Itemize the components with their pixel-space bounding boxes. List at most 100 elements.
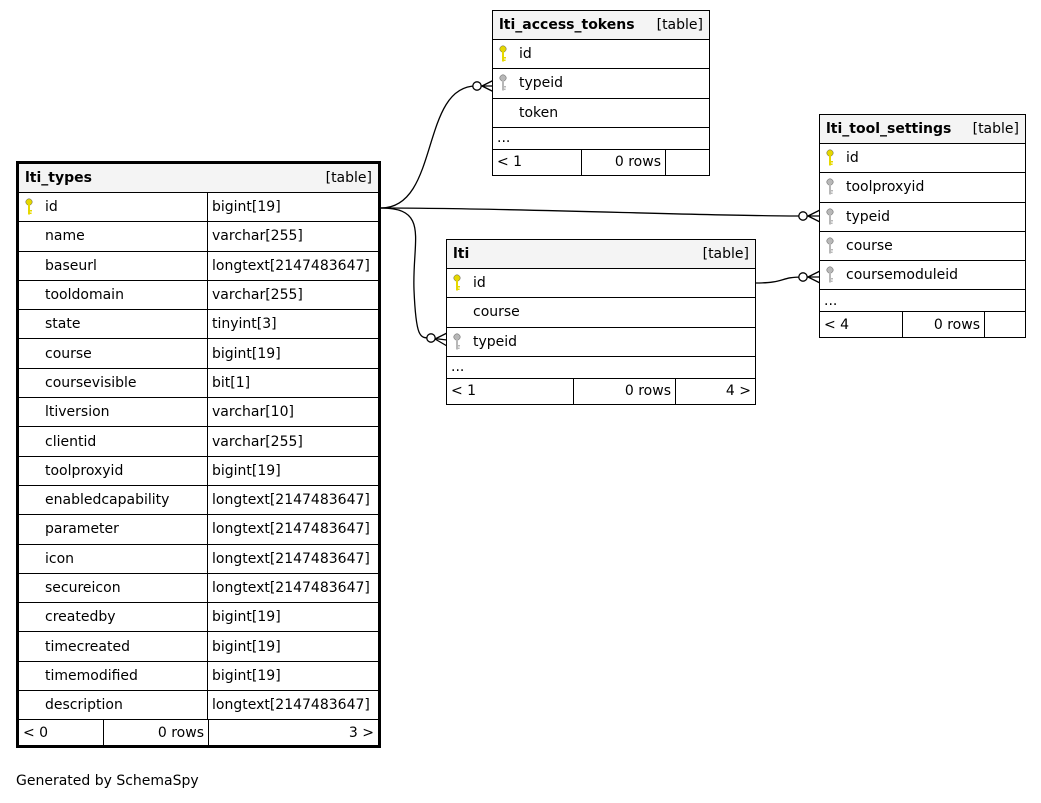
column-name: course: [846, 238, 893, 255]
column-row[interactable]: id: [493, 40, 709, 70]
more-columns-ellipsis: ...: [493, 128, 709, 150]
column-row[interactable]: course: [820, 232, 1025, 262]
column-row[interactable]: typeid: [493, 69, 709, 99]
column-name: course: [473, 304, 520, 321]
column-type: bigint[19]: [207, 456, 378, 485]
column-name: clientid: [45, 433, 97, 450]
foreign-key-icon: [820, 208, 840, 226]
column-type: longtext[2147483647]: [207, 573, 378, 603]
column-name: toolproxyid: [45, 462, 124, 479]
column-row[interactable]: toolproxyid: [820, 173, 1025, 203]
column-name-cell: id: [493, 40, 709, 68]
column-type: longtext[2147483647]: [207, 251, 378, 280]
parents-count[interactable]: < 0: [23, 724, 49, 741]
table-name: lti_tool_settings: [826, 121, 952, 137]
column-list: id toolproxyid typeid course coursemoduleid: [820, 144, 1025, 291]
parents-count[interactable]: < 4: [824, 316, 850, 333]
column-name-cell: coursevisible: [19, 369, 207, 397]
row-count: 0 rows: [103, 720, 208, 746]
column-name-cell: typeid: [820, 203, 1025, 231]
parents-count[interactable]: < 1: [497, 154, 523, 171]
foreign-key-icon: [820, 266, 840, 284]
table-kind: [table]: [656, 17, 703, 33]
column-row[interactable]: token: [493, 99, 709, 128]
table-footer: < 1 0 rows 4 >: [447, 378, 755, 404]
table-footer: < 0 0 rows 3 >: [19, 720, 378, 746]
row-count: 0 rows: [573, 378, 675, 404]
column-name-cell: description: [19, 691, 207, 719]
column-row[interactable]: id: [820, 144, 1025, 174]
column-name: state: [45, 316, 81, 333]
generator-credit: Generated by SchemaSpy: [16, 773, 199, 789]
column-name-cell: toolproxyid: [19, 457, 207, 485]
column-name: id: [45, 199, 58, 216]
column-name: typeid: [519, 75, 564, 92]
column-type: bigint[19]: [207, 632, 378, 661]
table-kind: [table]: [702, 246, 749, 262]
column-row[interactable]: secureicon longtext[2147483647]: [19, 573, 378, 604]
column-name-cell: clientid: [19, 427, 207, 455]
primary-key-icon: [820, 149, 840, 167]
column-name-cell: typeid: [493, 69, 709, 97]
column-row[interactable]: toolproxyid bigint[19]: [19, 456, 378, 486]
column-row[interactable]: typeid: [447, 328, 755, 357]
table-header: lti_access_tokens [table]: [493, 11, 709, 40]
column-name-cell: course: [820, 232, 1025, 260]
crowfoot-tool-settings-typeid: [807, 209, 821, 223]
column-row[interactable]: typeid: [820, 203, 1025, 232]
column-name-cell: toolproxyid: [820, 173, 1025, 201]
column-name: createdby: [45, 609, 116, 626]
column-type: bigint[19]: [207, 339, 378, 368]
table-name: lti: [453, 246, 470, 262]
parents-count[interactable]: < 1: [451, 383, 477, 400]
crowfoot-lti-typeid: [434, 332, 448, 347]
column-row[interactable]: timecreated bigint[19]: [19, 632, 378, 662]
column-name: timecreated: [45, 638, 130, 655]
column-name: coursemoduleid: [846, 267, 959, 284]
column-row[interactable]: course bigint[19]: [19, 339, 378, 369]
column-name: enabledcapability: [45, 492, 170, 509]
column-row[interactable]: id bigint[19]: [19, 193, 378, 223]
children-count[interactable]: [665, 149, 709, 175]
column-list: id typeid token: [493, 40, 709, 128]
column-type: tinyint[3]: [207, 310, 378, 339]
column-type: bigint[19]: [207, 193, 378, 222]
column-row[interactable]: state tinyint[3]: [19, 310, 378, 340]
column-name-cell: baseurl: [19, 252, 207, 280]
column-type: varchar[10]: [207, 398, 378, 427]
column-name-cell: coursemoduleid: [820, 261, 1025, 289]
children-count[interactable]: 4 >: [675, 378, 755, 404]
children-count[interactable]: [984, 312, 1025, 338]
children-count[interactable]: 3 >: [208, 720, 378, 746]
column-name: typeid: [846, 208, 891, 225]
column-type: longtext[2147483647]: [207, 544, 378, 573]
relation-types-tool-settings: [380, 207, 820, 217]
column-type: bigint[19]: [207, 661, 378, 691]
more-columns-ellipsis: ...: [447, 357, 755, 379]
table-header: lti_tool_settings [table]: [820, 115, 1025, 144]
column-row[interactable]: course: [447, 298, 755, 328]
table-lti: lti [table] id course typeid ... < 1 0 row…: [446, 239, 756, 405]
column-name: course: [45, 345, 92, 362]
table-footer: < 1 0 rows: [493, 149, 709, 175]
column-name: secureicon: [45, 580, 121, 596]
column-row[interactable]: id: [447, 269, 755, 299]
column-name: toolproxyid: [846, 179, 925, 196]
column-name-cell: icon: [19, 545, 207, 573]
column-name-cell: token: [493, 99, 709, 127]
column-row[interactable]: coursemoduleid: [820, 261, 1025, 291]
